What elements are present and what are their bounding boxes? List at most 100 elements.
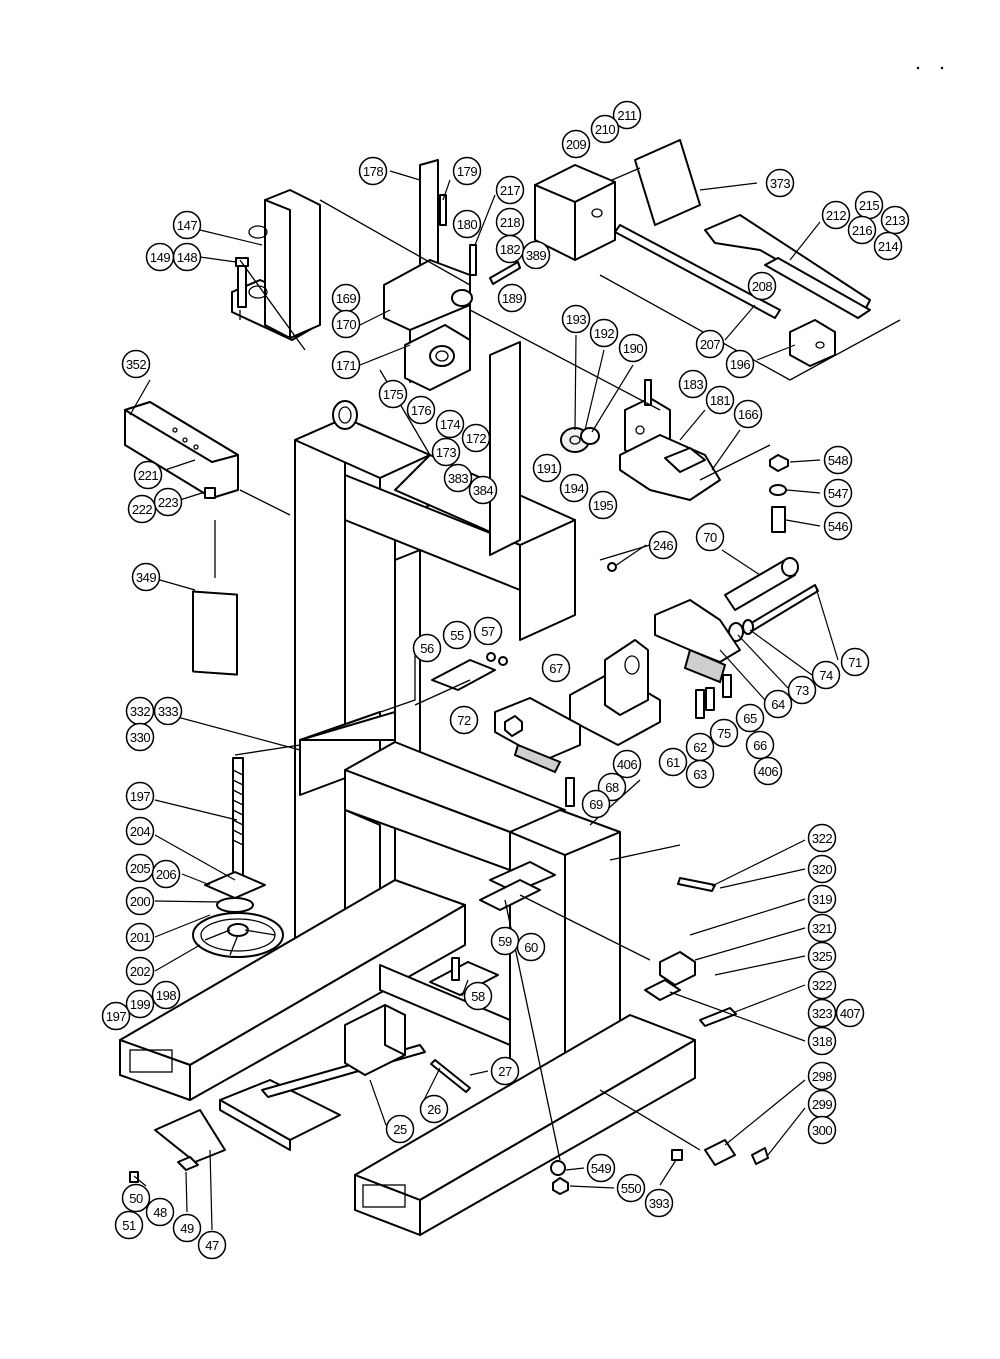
callout-bubble xyxy=(331,309,361,339)
callout-bubble xyxy=(172,242,202,272)
callout-label: 68 xyxy=(605,780,619,795)
callout-175: 175 xyxy=(378,379,408,409)
callout-208: 208 xyxy=(747,271,777,301)
callout-65: 65 xyxy=(735,703,765,733)
callout-bubble xyxy=(406,395,436,425)
callout-221: 221 xyxy=(133,460,163,490)
callout-192: 192 xyxy=(589,318,619,348)
callout-label: 55 xyxy=(450,628,464,643)
callout-label: 299 xyxy=(812,1097,832,1112)
callout-label: 195 xyxy=(593,498,613,513)
callout-label: 547 xyxy=(828,486,848,501)
callout-label: 246 xyxy=(653,538,673,553)
callout-label: 205 xyxy=(130,861,150,876)
callout-label: 65 xyxy=(743,711,757,726)
callout-bubble xyxy=(725,349,755,379)
callout-label: 406 xyxy=(758,764,778,779)
callout-199: 199 xyxy=(125,989,155,1019)
hang-tag xyxy=(192,520,238,676)
callout-label: 51 xyxy=(122,1218,136,1233)
callout-label: 333 xyxy=(158,704,178,719)
callout-322: 322 xyxy=(807,970,837,1000)
callout-label: 211 xyxy=(617,108,636,123)
callout-180: 180 xyxy=(452,209,482,239)
callout-bubble xyxy=(532,453,562,483)
callout-179: 179 xyxy=(452,156,482,186)
callout-label: 199 xyxy=(130,997,150,1012)
callout-57: 57 xyxy=(473,616,503,646)
callout-label: 352 xyxy=(126,357,146,372)
callout-label: 393 xyxy=(649,1196,669,1211)
callout-182: 182 xyxy=(495,234,525,264)
callout-bubble xyxy=(840,647,870,677)
callout-170: 170 xyxy=(331,309,361,339)
callout-label: 50 xyxy=(129,1191,143,1206)
callout-bubble xyxy=(172,1213,202,1243)
callout-174: 174 xyxy=(435,409,465,439)
callout-bubble xyxy=(521,240,551,270)
callout-299: 299 xyxy=(807,1089,837,1119)
callout-bubble xyxy=(127,494,157,524)
callout-label: 389 xyxy=(526,248,546,263)
callout-bubble xyxy=(807,970,837,1000)
callout-60: 60 xyxy=(516,932,546,962)
callout-bubble xyxy=(431,437,461,467)
callout-label: 171 xyxy=(336,358,356,373)
callout-bubble xyxy=(616,1173,646,1203)
callout-label: 550 xyxy=(621,1181,641,1196)
callout-321: 321 xyxy=(807,913,837,943)
callout-bubble xyxy=(763,689,793,719)
callout-bubble xyxy=(125,886,155,916)
callout-332: 332 xyxy=(125,696,155,726)
callout-207: 207 xyxy=(695,329,725,359)
callout-label: 64 xyxy=(771,697,785,712)
callout-169: 169 xyxy=(331,283,361,313)
callout-bubble xyxy=(151,980,181,1010)
callout-210: 210 xyxy=(590,114,620,144)
callout-label: 166 xyxy=(738,407,758,422)
callout-bubble xyxy=(745,730,775,760)
callout-48: 48 xyxy=(145,1197,175,1227)
callout-label: 330 xyxy=(130,730,150,745)
callout-bubble xyxy=(658,747,688,777)
callout-214: 214 xyxy=(873,231,903,261)
callout-72: 72 xyxy=(449,705,479,735)
callout-178: 178 xyxy=(358,156,388,186)
callout-223: 223 xyxy=(153,487,183,517)
callout-bubble xyxy=(618,333,648,363)
callout-bubble xyxy=(516,932,546,962)
callout-49: 49 xyxy=(172,1213,202,1243)
callout-bubble xyxy=(807,941,837,971)
bell-crank xyxy=(619,397,721,501)
head-bracket xyxy=(383,259,473,391)
callout-201: 201 xyxy=(125,922,155,952)
callout-label: 147 xyxy=(177,218,197,233)
callout-bubble xyxy=(331,350,361,380)
callout-bubble xyxy=(588,490,618,520)
callout-bubble xyxy=(873,231,903,261)
callout-bubble xyxy=(811,660,841,690)
callout-66: 66 xyxy=(745,730,775,760)
callout-194: 194 xyxy=(559,473,589,503)
callout-197: 197 xyxy=(101,1001,131,1031)
callout-label: 202 xyxy=(130,964,150,979)
callout-212: 212 xyxy=(821,200,851,230)
callout-213: 213 xyxy=(880,205,910,235)
callout-406: 406 xyxy=(753,756,783,786)
callout-label: 320 xyxy=(812,862,832,877)
callout-bubble xyxy=(385,1114,415,1144)
callout-211: 211 xyxy=(612,100,642,130)
callout-bubble xyxy=(461,423,491,453)
callout-label: 318 xyxy=(812,1034,832,1049)
callout-label: 148 xyxy=(177,250,197,265)
callout-label: 60 xyxy=(524,940,538,955)
callout-148: 148 xyxy=(172,242,202,272)
callout-bubble xyxy=(807,854,837,884)
callout-bubble xyxy=(559,473,589,503)
callout-label: 62 xyxy=(693,740,707,755)
callout-label: 58 xyxy=(471,989,485,1004)
callout-74: 74 xyxy=(811,660,841,690)
callout-217: 217 xyxy=(495,175,525,205)
callout-407: 407 xyxy=(835,998,865,1028)
